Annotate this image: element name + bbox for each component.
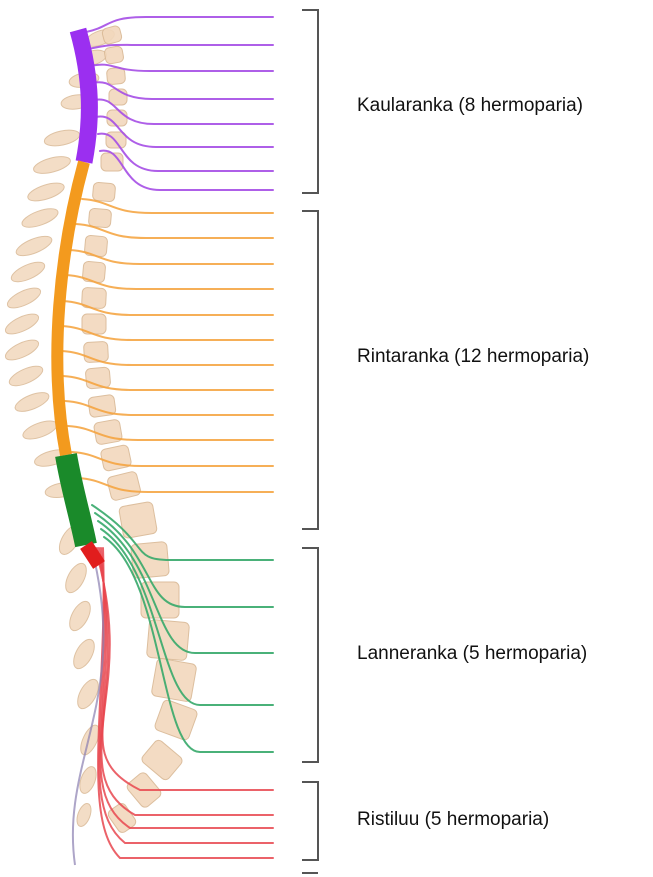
vertebra-process-9 xyxy=(14,232,54,259)
vertebral-body-1 xyxy=(101,25,123,45)
vertebral-body-18 xyxy=(100,444,132,471)
vertebra-process-5 xyxy=(43,127,81,148)
vertebral-body-4 xyxy=(109,89,127,105)
vertebral-body-8 xyxy=(92,182,115,202)
vertebra-process-22 xyxy=(69,636,98,672)
vertebral-body-23 xyxy=(146,619,189,660)
bracket-cervical xyxy=(302,10,318,193)
cord-segment-thoracic xyxy=(57,162,84,455)
vertebra-process-20 xyxy=(61,560,90,596)
vertebra-process-12 xyxy=(3,310,42,338)
nerve-thoracic-12 xyxy=(78,478,273,492)
vertebral-body-17 xyxy=(93,419,122,445)
vertebra-process-13 xyxy=(3,336,42,364)
bracket-sacral xyxy=(302,782,318,860)
label-sacral: Ristiluu (5 hermoparia) xyxy=(357,808,549,832)
brackets-group xyxy=(302,10,318,873)
vertebra-process-26 xyxy=(74,802,93,829)
label-thoracic: Rintaranka (12 hermoparia) xyxy=(357,345,589,369)
label-cervical: Kaularanka (8 hermoparia) xyxy=(357,94,583,118)
vertebra-process-11 xyxy=(5,284,44,312)
vertebral-body-2 xyxy=(104,46,125,65)
vertebral-body-3 xyxy=(106,67,125,85)
vertebra-process-16 xyxy=(21,417,60,442)
vertebra-process-6 xyxy=(32,153,72,176)
bracket-lumbar xyxy=(302,548,318,762)
vertebra-process-14 xyxy=(7,362,46,389)
vertebra-process-7 xyxy=(26,179,66,204)
vertebral-body-9 xyxy=(88,208,111,228)
vertebra-process-21 xyxy=(65,598,94,634)
bracket-thoracic xyxy=(302,211,318,529)
vertebral-body-5 xyxy=(107,110,127,126)
vertebral-body-20 xyxy=(118,501,157,538)
vertebra-process-8 xyxy=(20,205,60,231)
label-lumbar: Lanneranka (5 hermoparia) xyxy=(357,642,587,666)
vertebra-process-10 xyxy=(9,258,48,285)
vertebra-process-15 xyxy=(13,389,52,415)
